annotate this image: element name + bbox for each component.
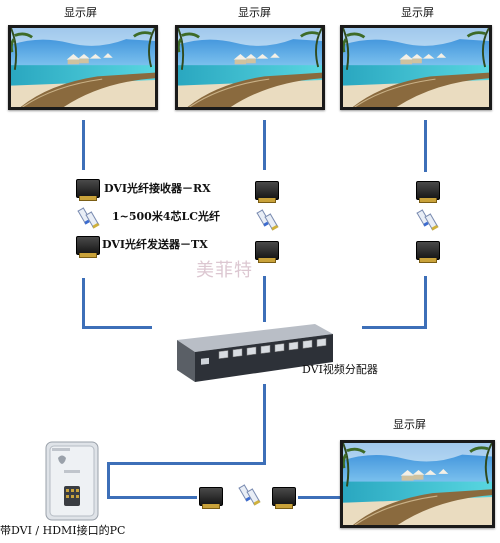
connection-line	[107, 462, 266, 465]
connection-line	[82, 278, 85, 328]
connection-line	[424, 120, 427, 172]
connection-line	[107, 496, 197, 499]
connection-line	[82, 120, 85, 170]
screen-label-top-right: 显示屏	[401, 6, 434, 19]
fiber-sender-icon	[416, 241, 440, 263]
splitter-label: DVI视频分配器	[302, 363, 378, 376]
connection-line	[263, 276, 266, 322]
fiber-receiver-icon	[272, 487, 296, 509]
connection-line	[424, 276, 427, 328]
connection-line	[362, 326, 427, 329]
fiber-cable-icon	[238, 484, 261, 506]
connection-line	[263, 384, 266, 464]
fiber-sender-icon	[199, 487, 223, 509]
fiber-cable-icon	[256, 209, 279, 231]
screen-label-top-middle: 显示屏	[238, 6, 271, 19]
legend-fiber-label: 1~500米4芯LC光纤	[112, 210, 220, 223]
monitor-icon	[8, 25, 158, 110]
screen-label-bottom-right: 显示屏	[393, 418, 426, 431]
monitor-icon	[175, 25, 325, 110]
fiber-cable-icon	[77, 207, 100, 229]
watermark: 美菲特	[196, 260, 253, 281]
connection-line	[298, 496, 340, 499]
fiber-sender-icon	[76, 236, 100, 258]
legend-receiver-label: DVI光纤接收器－RX	[104, 182, 211, 195]
connection-line	[82, 326, 152, 329]
connection-line	[107, 462, 110, 498]
fiber-receiver-icon	[255, 181, 279, 203]
legend-sender-label: DVI光纤发送器－TX	[102, 238, 208, 251]
pc-label: 带DVI / HDMI接口的PC	[0, 524, 126, 537]
monitor-icon	[340, 440, 495, 528]
splitter-icon	[177, 324, 333, 382]
monitor-icon	[340, 25, 492, 110]
fiber-sender-icon	[255, 241, 279, 263]
fiber-receiver-icon	[76, 179, 100, 201]
screen-label-top-left: 显示屏	[64, 6, 97, 19]
pc-tower-icon	[45, 441, 99, 521]
connection-line	[263, 120, 266, 170]
fiber-cable-icon	[416, 209, 439, 231]
fiber-receiver-icon	[416, 181, 440, 203]
